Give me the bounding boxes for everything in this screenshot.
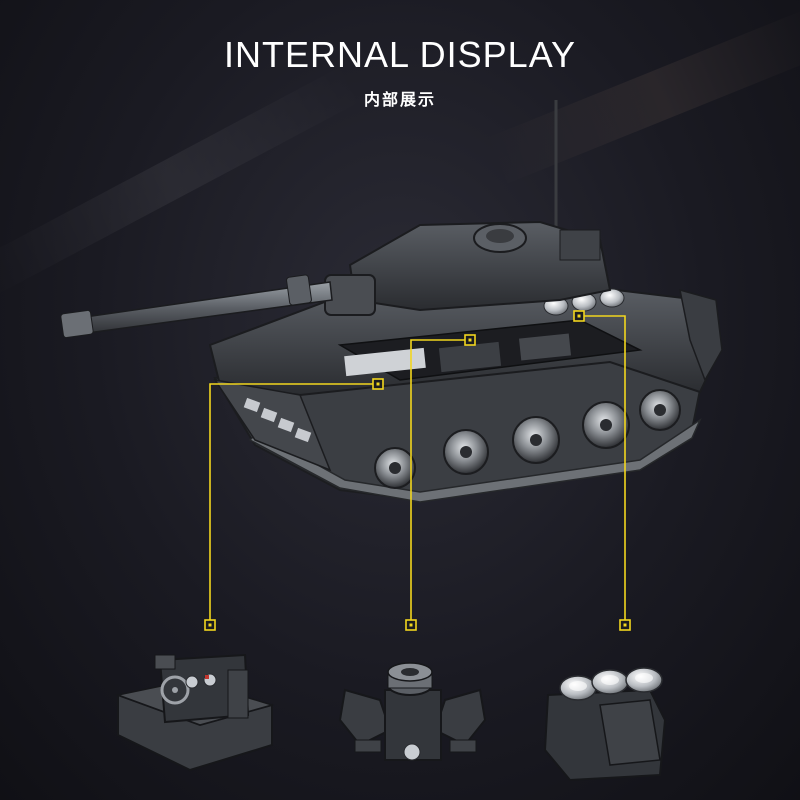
tank-gun-barrel bbox=[60, 274, 333, 339]
callout-marker-icon bbox=[204, 619, 216, 631]
page-subtitle: 内部展示 bbox=[363, 90, 436, 109]
tank-road-wheels bbox=[374, 389, 681, 489]
tank-interior-panel bbox=[344, 347, 426, 377]
callout-marker-icon bbox=[619, 619, 631, 631]
callout-engine bbox=[579, 315, 626, 625]
tank-model bbox=[60, 100, 723, 503]
callout-marker-icon bbox=[573, 310, 585, 322]
engine-icon bbox=[543, 667, 667, 782]
callout-turret bbox=[410, 339, 470, 625]
page-title: INTERNAL DISPLAY bbox=[223, 34, 577, 75]
callout-marker-icon bbox=[464, 334, 476, 346]
callout-marker-icon bbox=[405, 619, 417, 631]
callout-driver bbox=[209, 383, 378, 625]
tank-gun-mantlet bbox=[324, 274, 376, 316]
driver-compartment-icon bbox=[115, 653, 275, 772]
callout-marker-icon bbox=[372, 378, 384, 390]
tank-front-armor bbox=[213, 378, 332, 472]
tank-turret bbox=[348, 220, 612, 312]
turret-mechanism-icon bbox=[338, 662, 487, 761]
